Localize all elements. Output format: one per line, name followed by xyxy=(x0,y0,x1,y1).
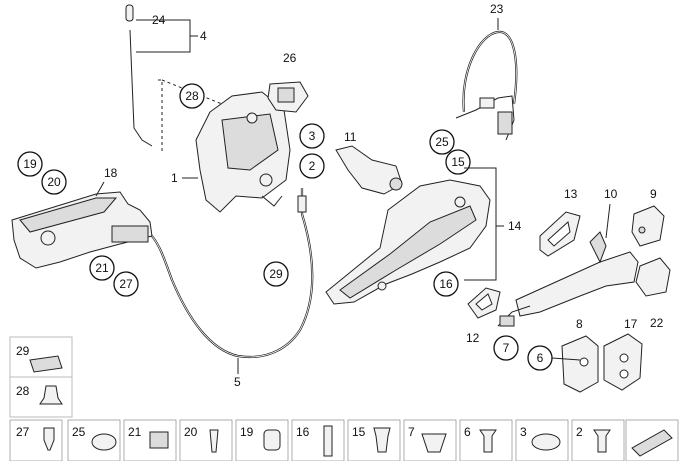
label-4: 4 xyxy=(200,29,207,43)
legend-27: 27 xyxy=(16,425,30,439)
bracket-8[interactable] xyxy=(561,335,599,393)
panel-28-label: 28 xyxy=(16,384,30,398)
label-26: 26 xyxy=(283,51,297,65)
handle-carrier-14[interactable] xyxy=(325,179,491,305)
bracket-26[interactable] xyxy=(267,81,309,113)
bolt-15[interactable] xyxy=(373,427,391,453)
bowden-cable-5[interactable] xyxy=(151,188,314,358)
legend-25: 25 xyxy=(72,425,86,439)
lock-cylinder-11[interactable] xyxy=(335,145,403,195)
screw-27[interactable] xyxy=(43,427,55,451)
gasket-12[interactable] xyxy=(467,287,501,319)
callout-7[interactable] xyxy=(493,335,519,361)
label-13: 13 xyxy=(564,187,578,201)
callout-28[interactable] xyxy=(179,83,205,109)
label-21: 21 xyxy=(95,261,109,275)
label-12: 12 xyxy=(466,331,480,345)
callout-3[interactable] xyxy=(299,123,325,149)
panel-28 xyxy=(9,376,73,418)
callout-19[interactable] xyxy=(17,151,43,177)
legend-20: 20 xyxy=(184,425,198,439)
legend-19: 19 xyxy=(240,425,254,439)
label-1: 1 xyxy=(171,171,178,185)
cap-9[interactable] xyxy=(631,205,665,247)
cap-19[interactable] xyxy=(263,429,281,451)
legend-row: 27 25 21 20 19 16 15 7 6 3 2 xyxy=(9,419,679,462)
label-15: 15 xyxy=(451,155,465,169)
cap-3[interactable] xyxy=(531,433,561,451)
label-6: 6 xyxy=(537,351,544,365)
label-2: 2 xyxy=(309,159,316,173)
callout-29[interactable] xyxy=(263,261,289,287)
clip-28[interactable] xyxy=(39,385,63,405)
legend-21: 21 xyxy=(128,425,142,439)
label-25: 25 xyxy=(435,135,449,149)
callout-25[interactable] xyxy=(429,129,455,155)
pad-29[interactable] xyxy=(29,355,63,373)
cable-23[interactable] xyxy=(455,30,518,141)
callout-2[interactable] xyxy=(299,153,325,179)
label-9: 9 xyxy=(650,187,657,201)
legend-7: 7 xyxy=(408,425,415,439)
rod-24[interactable] xyxy=(125,4,153,147)
panel-29-label: 29 xyxy=(16,344,30,358)
label-22: 22 xyxy=(650,316,664,330)
pin-16[interactable] xyxy=(323,425,333,457)
label-17: 17 xyxy=(624,317,638,331)
inner-handle-18[interactable] xyxy=(11,191,153,269)
label-7: 7 xyxy=(503,341,510,355)
screw-6[interactable] xyxy=(479,429,497,453)
label-24: 24 xyxy=(152,13,166,27)
label-19: 19 xyxy=(23,157,37,171)
nut-21[interactable] xyxy=(149,431,169,449)
gasket-13[interactable] xyxy=(539,211,581,257)
label-8: 8 xyxy=(576,317,583,331)
label-3: 3 xyxy=(309,129,316,143)
callout-27[interactable] xyxy=(113,271,139,297)
screw-20[interactable] xyxy=(209,429,219,453)
screw-2[interactable] xyxy=(593,429,611,453)
arrow-symbol-icon xyxy=(631,429,673,457)
label-27: 27 xyxy=(119,277,133,291)
door-lock-1[interactable] xyxy=(195,91,291,213)
label-14: 14 xyxy=(508,219,522,233)
callout-21[interactable] xyxy=(89,255,115,281)
label-11: 11 xyxy=(344,130,357,144)
connector-7[interactable] xyxy=(499,315,515,327)
bracket-17[interactable] xyxy=(603,333,643,391)
legend-3: 3 xyxy=(520,425,527,439)
label-5: 5 xyxy=(234,375,241,389)
legend-2: 2 xyxy=(576,425,583,439)
legend-15: 15 xyxy=(352,425,366,439)
legend-16: 16 xyxy=(296,425,310,439)
label-10: 10 xyxy=(604,187,618,201)
outer-door-handle-10[interactable] xyxy=(515,231,639,317)
cover-22[interactable] xyxy=(635,257,671,297)
callout-20[interactable] xyxy=(41,169,67,195)
grommet-7[interactable] xyxy=(421,433,447,453)
label-29: 29 xyxy=(269,267,283,281)
label-16: 16 xyxy=(439,277,453,291)
label-28: 28 xyxy=(185,89,199,103)
plug-25[interactable] xyxy=(91,433,117,451)
bracket-4 xyxy=(136,19,198,53)
label-23: 23 xyxy=(490,2,504,16)
callout-16[interactable] xyxy=(433,271,459,297)
label-20: 20 xyxy=(47,175,61,189)
label-18: 18 xyxy=(104,166,118,180)
legend-6: 6 xyxy=(464,425,471,439)
